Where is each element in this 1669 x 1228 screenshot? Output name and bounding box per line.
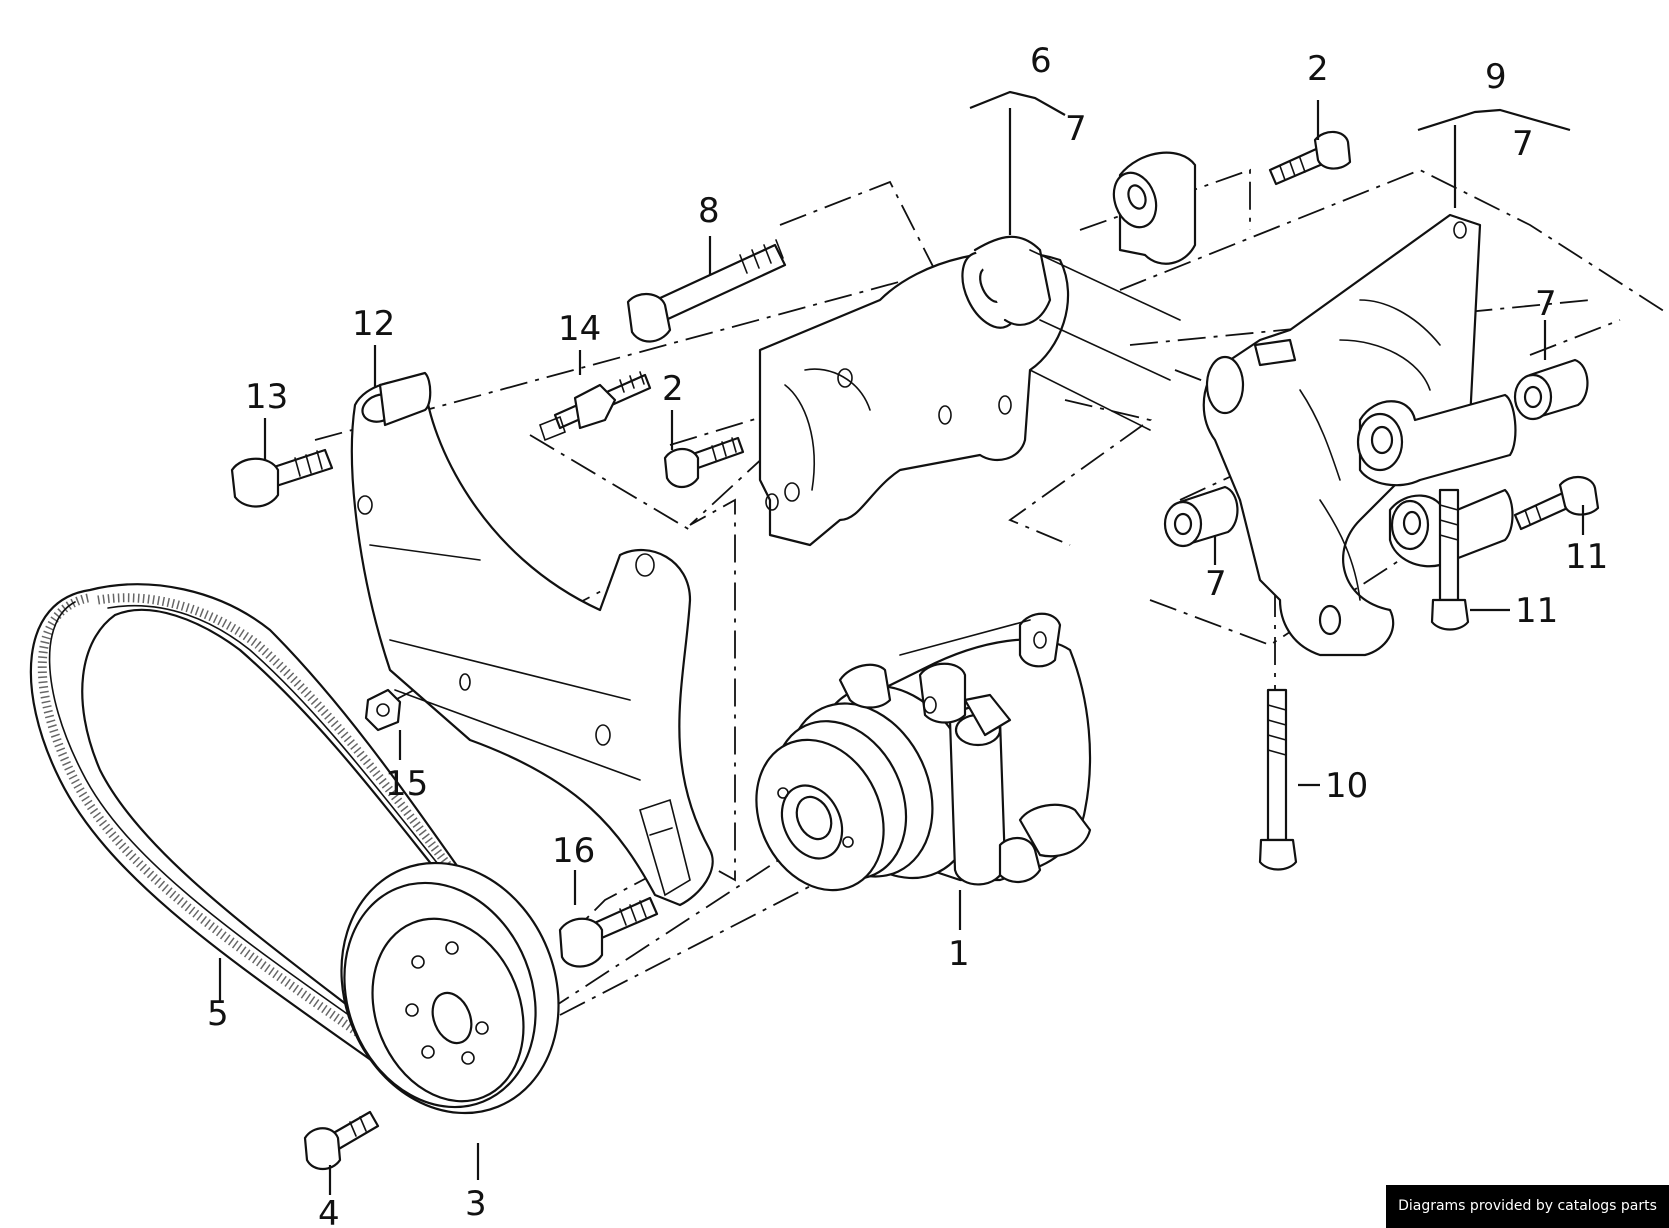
- stud-14: [539, 371, 652, 442]
- leader-lines: [218, 90, 1585, 1195]
- mounting-boss: [1112, 151, 1197, 265]
- callout-13: 13: [245, 377, 288, 417]
- bolt-10: [1258, 688, 1298, 871]
- steering-pump: [755, 612, 1092, 892]
- callout-7-lower: 7: [1205, 564, 1227, 604]
- callout-10: 10: [1325, 766, 1368, 806]
- bolt-2-right: [1268, 130, 1352, 186]
- bolt-11-vertical: [1430, 488, 1470, 631]
- callout-8: 8: [698, 191, 720, 231]
- attribution-badge: Diagrams provided by catalogs parts: [1386, 1185, 1669, 1228]
- callout-7-top-left: 7: [1065, 109, 1087, 149]
- main-bracket: [758, 235, 1181, 547]
- callout-7-top-right: 7: [1512, 124, 1534, 164]
- bushing-7-upper: [1513, 358, 1589, 421]
- drive-belt: [29, 583, 462, 1071]
- callout-11-lower: 11: [1515, 591, 1558, 631]
- callout-15: 15: [385, 764, 428, 804]
- callout-14: 14: [558, 309, 601, 349]
- callout-3: 3: [465, 1184, 487, 1224]
- support-bracket: [350, 371, 714, 907]
- bolt-11-angled: [1513, 476, 1600, 531]
- nut-15: [364, 688, 402, 732]
- bushing-7-lower: [1163, 485, 1239, 548]
- pulley: [340, 861, 560, 1115]
- callout-9: 9: [1485, 57, 1507, 97]
- callout-2-left: 2: [662, 369, 684, 409]
- callout-2-right: 2: [1307, 49, 1329, 89]
- callout-labels: 1 2 2 3 4 5 6 7 7 7 7 8 9 10 11 11 12 13…: [207, 41, 1608, 1228]
- bolt-8: [626, 239, 787, 343]
- callout-5: 5: [207, 994, 229, 1034]
- callout-11-right: 11: [1565, 537, 1608, 577]
- callout-4: 4: [318, 1194, 340, 1228]
- callout-12: 12: [352, 304, 395, 344]
- bolt-2-left: [663, 436, 745, 489]
- bolt-4: [303, 1110, 380, 1171]
- bolt-13: [230, 448, 334, 508]
- callout-6: 6: [1030, 41, 1052, 81]
- tensioner-bracket: [1202, 213, 1517, 657]
- callout-16: 16: [552, 831, 595, 871]
- callout-1: 1: [948, 934, 970, 974]
- bolt-16: [558, 896, 659, 968]
- callout-7-right: 7: [1535, 284, 1557, 324]
